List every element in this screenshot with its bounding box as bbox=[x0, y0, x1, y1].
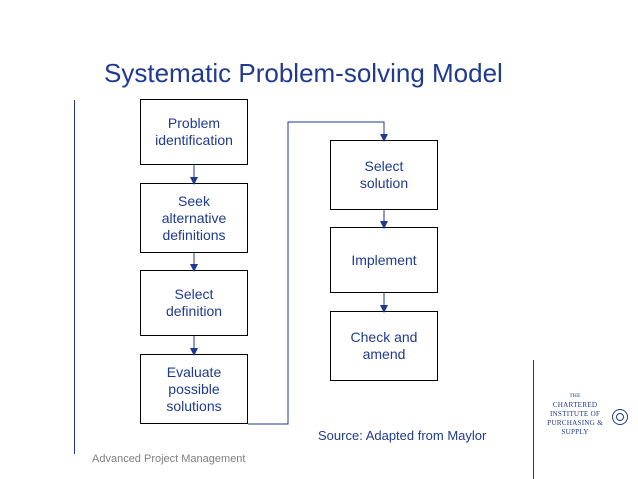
logo-line-3: PURCHASING & SUPPLY bbox=[547, 419, 603, 436]
step-seek-alternative-definitions: Seek alternative definitions bbox=[140, 183, 248, 253]
step-implement: Implement bbox=[330, 227, 438, 293]
step-select-definition: Select definition bbox=[140, 270, 248, 336]
logo-line-2: CHARTERED INSTITUTE OF bbox=[549, 401, 601, 418]
step-evaluate-possible-solutions: Evaluate possible solutions bbox=[140, 354, 248, 424]
cips-logo: THE CHARTERED INSTITUTE OF PURCHASING & … bbox=[540, 392, 632, 442]
source-note: Source: Adapted from Maylor bbox=[318, 428, 487, 443]
slide-title: Systematic Problem-solving Model bbox=[104, 58, 503, 88]
step-select-solution: Select solution bbox=[330, 140, 438, 210]
left-divider-line bbox=[74, 100, 75, 454]
step-check-and-amend: Check and amend bbox=[330, 311, 438, 381]
seal-icon bbox=[612, 409, 628, 425]
footer-text: Advanced Project Management bbox=[92, 453, 246, 465]
step-problem-identification: Problem identification bbox=[140, 99, 248, 165]
logo-line-1: THE bbox=[569, 393, 581, 399]
right-divider-line bbox=[533, 360, 534, 479]
logo-text: THE CHARTERED INSTITUTE OF PURCHASING & … bbox=[540, 392, 610, 437]
